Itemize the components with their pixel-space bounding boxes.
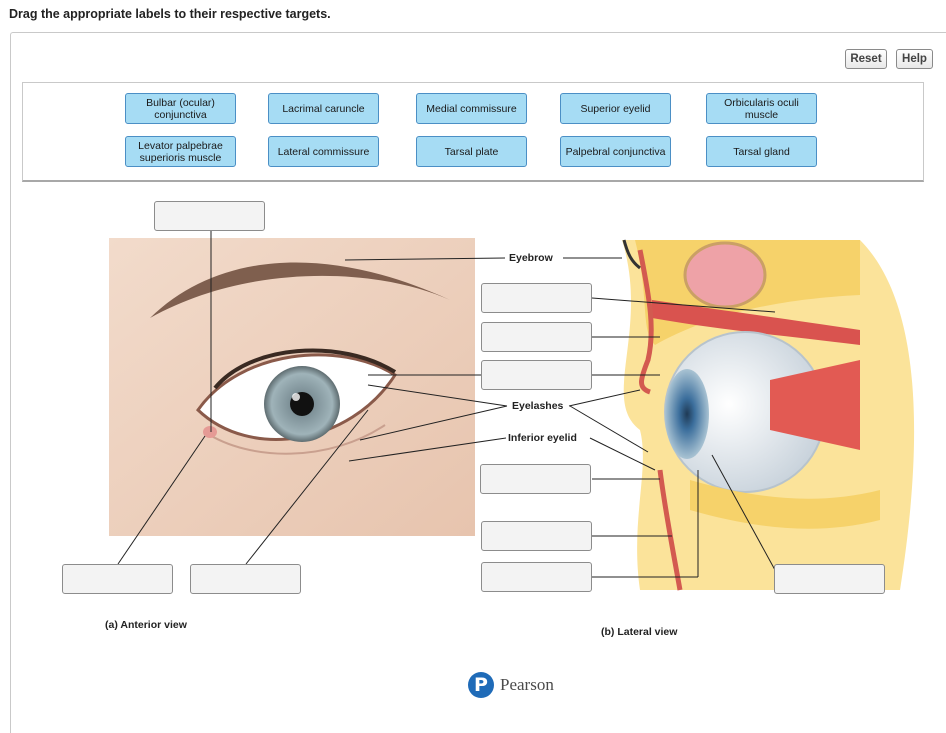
drop-target-lateral-6[interactable] bbox=[481, 562, 592, 592]
pearson-name: Pearson bbox=[500, 675, 554, 695]
fixed-label-inferior-eyelid: Inferior eyelid bbox=[508, 432, 577, 444]
drop-target-anterior-1[interactable] bbox=[154, 201, 265, 231]
pearson-logo: P Pearson bbox=[468, 672, 554, 698]
anterior-eye-photo bbox=[109, 238, 475, 536]
drop-target-lateral-3[interactable] bbox=[481, 360, 592, 390]
drop-target-lateral-2[interactable] bbox=[481, 322, 592, 352]
pearson-logo-icon: P bbox=[468, 672, 494, 698]
drop-target-anterior-3[interactable] bbox=[190, 564, 301, 594]
lateral-eye-illustration bbox=[622, 240, 914, 590]
fixed-label-eyebrow: Eyebrow bbox=[509, 252, 553, 264]
drop-target-anterior-2[interactable] bbox=[62, 564, 173, 594]
drop-target-lateral-4[interactable] bbox=[480, 464, 591, 494]
caption-lateral-view: (b) Lateral view bbox=[601, 626, 677, 638]
drop-target-lateral-1[interactable] bbox=[481, 283, 592, 313]
drop-target-lateral-7[interactable] bbox=[774, 564, 885, 594]
caption-anterior-view: (a) Anterior view bbox=[105, 619, 187, 631]
drop-target-lateral-5[interactable] bbox=[481, 521, 592, 551]
fixed-label-eyelashes: Eyelashes bbox=[512, 400, 563, 412]
